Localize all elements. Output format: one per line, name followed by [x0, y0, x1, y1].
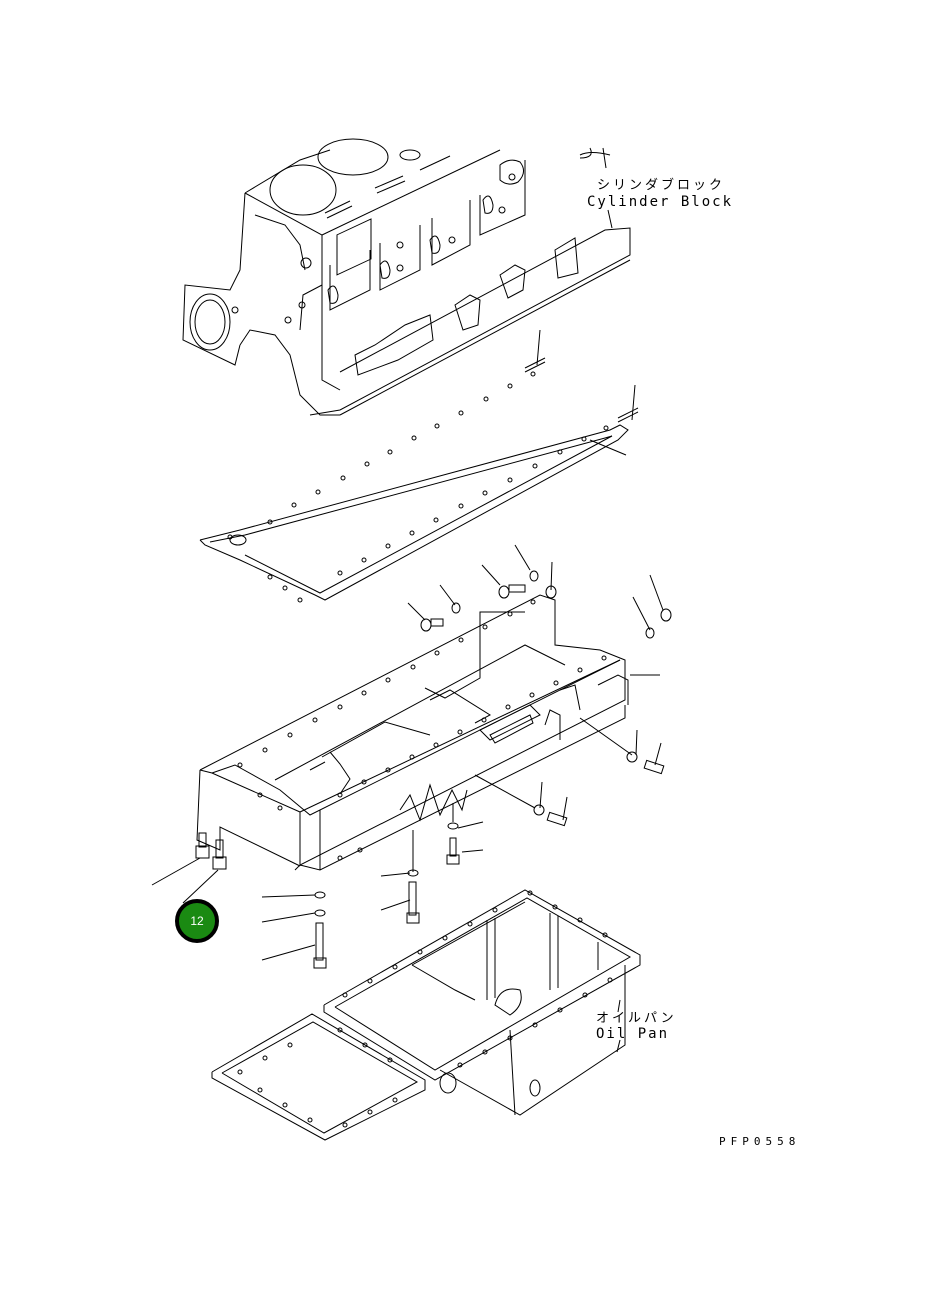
- cylinder-block-leader: [607, 209, 613, 229]
- oil-pan-drawing: [211, 889, 641, 1141]
- oil-pan-label-jp: オイルパン: [596, 1011, 677, 1026]
- oil-pan-label-en: Oil Pan: [596, 1026, 670, 1042]
- cylinder-block-leader-top: [602, 147, 607, 169]
- callout-12-button[interactable]: 12: [175, 899, 219, 943]
- drawing-code: PFP0558: [719, 1135, 801, 1148]
- cylinder-block-label-en: Cylinder Block: [587, 194, 734, 210]
- lower-bolts-drawing: [151, 832, 420, 969]
- cylinder-block-label-jp: シリンダブロック: [597, 178, 726, 193]
- cylinder-block-drawing: [182, 138, 631, 416]
- oil-pan-gasket-drawing: [199, 329, 639, 603]
- oil-pan-frame-drawing: [196, 544, 672, 872]
- callout-number: 12: [190, 914, 204, 928]
